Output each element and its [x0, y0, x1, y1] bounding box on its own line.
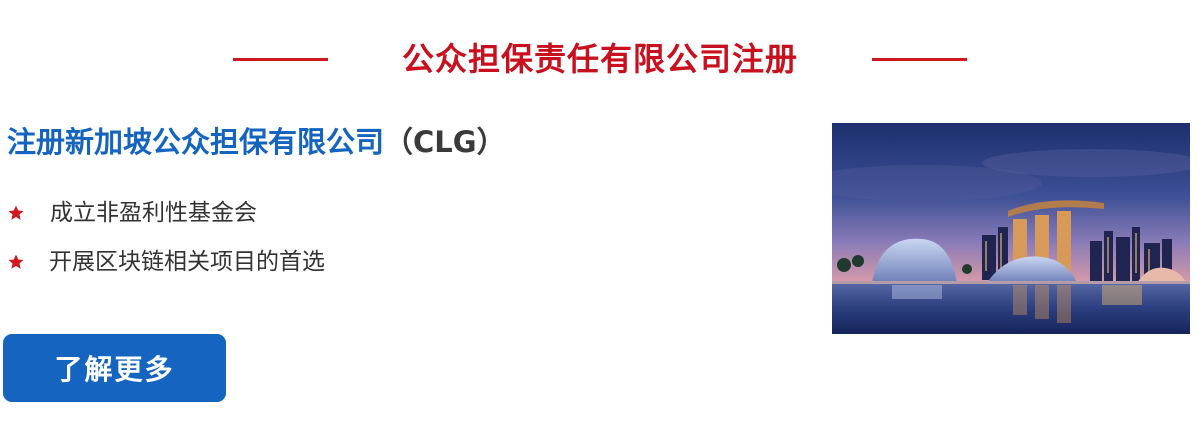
content-panel: 注册新加坡公众担保有限公司（CLG） 成立非盈利性基金会 开展区块链相关项目的首… — [7, 122, 807, 275]
feature-text: 开展区块链相关项目的首选 — [49, 249, 325, 275]
content-title-suffix: （CLG） — [384, 125, 506, 159]
star-icon — [8, 205, 24, 220]
section-title: 公众担保责任有限公司注册 — [401, 40, 798, 78]
content-title-main: 注册新加坡公众担保有限公司 — [7, 125, 385, 159]
section-header: 公众担保责任有限公司注册 — [0, 36, 1200, 86]
star-icon — [8, 254, 24, 269]
feature-text: 成立非盈利性基金会 — [50, 200, 257, 226]
header-divider-right — [872, 58, 967, 61]
skyline-illustration — [832, 123, 1190, 334]
header-divider-left — [233, 58, 328, 61]
learn-more-button[interactable]: 了解更多 — [3, 334, 226, 402]
singapore-skyline-image — [832, 123, 1190, 334]
content-title: 注册新加坡公众担保有限公司（CLG） — [7, 122, 807, 162]
